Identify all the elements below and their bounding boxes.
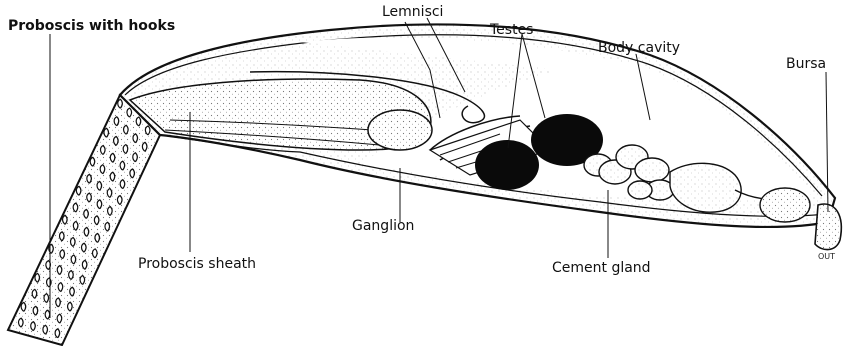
hook-mark [108,207,113,216]
hook-mark [90,157,95,166]
hook-mark [84,209,89,218]
hook-mark [49,244,54,253]
hook-mark [31,322,36,331]
label-lemnisci: Lemnisci [382,4,443,20]
hook-mark [73,203,78,212]
hook-mark [84,227,89,236]
label-proboscis-with-hooks: Proboscis with hooks [8,18,175,34]
hook-mark [124,125,129,134]
hook-mark [69,271,74,280]
label-testes: Testes [490,22,533,38]
hook-mark [68,302,73,311]
hook-mark [57,314,62,323]
hook-mark [100,146,105,155]
testis-1 [475,140,539,190]
hook-mark [33,306,38,315]
hook-mark [123,145,128,154]
hook-mark [130,169,135,178]
hook-mark [63,215,68,224]
hook-mark [73,221,78,230]
hook-mark [110,172,115,181]
hook-mark [80,276,85,285]
hook-mark [120,161,125,170]
hook-mark [71,255,76,264]
label-ganglion: Ganglion [352,218,414,234]
hook-mark [120,180,125,189]
ganglion-shape [368,110,432,150]
hook-mark [136,117,141,126]
hook-mark [100,165,105,174]
hook-mark [43,325,48,334]
hook-mark [35,273,40,282]
hook-mark [95,233,100,242]
hook-mark [21,302,26,311]
hook-mark [127,108,132,117]
hook-mark [82,243,87,252]
hook-mark [93,249,98,258]
hook-mark [110,153,115,162]
hook-mark [105,222,110,231]
hook-mark [56,298,61,307]
hook-mark [133,153,138,162]
hook-mark [145,126,150,135]
hook-mark [114,136,119,145]
hook-mark [107,188,112,197]
hook-mark [57,266,62,275]
bursa-inner [760,188,810,222]
hook-mark [32,289,37,298]
hook-mark [142,142,147,151]
hook-mark [76,186,81,195]
hook-mark [70,287,75,296]
hook-mark [45,310,50,319]
hook-mark [87,193,92,202]
proboscis [8,95,160,345]
hook-mark [60,250,65,259]
hook-mark [97,181,102,190]
hook-mark [114,117,119,126]
hook-mark [94,216,99,225]
hook-mark [44,294,49,303]
hook-mark [87,174,92,183]
hook-mark [97,200,102,209]
hook-mark [58,283,63,292]
hook-mark [60,232,65,241]
label-body-cavity: Body cavity [598,40,680,56]
label-out: OUT [818,252,835,261]
hook-mark [82,260,87,269]
hook-mark [118,99,123,108]
label-cement-gland: Cement gland [552,260,651,276]
hook-mark [133,134,138,143]
hook-mark [104,128,109,137]
hook-mark [19,318,24,327]
label-bursa: Bursa [786,56,826,72]
hook-mark [117,196,122,205]
hook-mark [71,238,76,247]
hook-mark [55,329,60,338]
label-proboscis-sheath: Proboscis sheath [138,256,256,272]
